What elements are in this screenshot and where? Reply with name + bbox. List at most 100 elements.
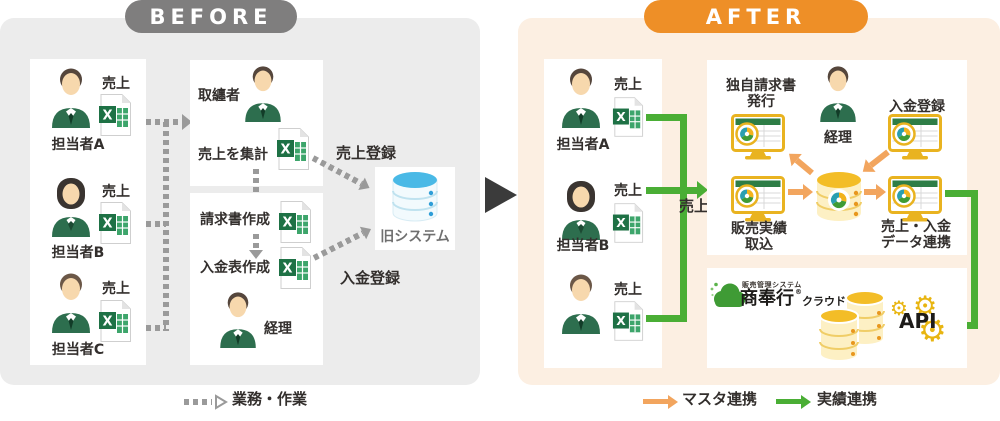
excel-file-icon: X — [279, 201, 311, 243]
person-icon — [220, 292, 256, 348]
person-icon — [52, 273, 90, 333]
old-system-label: 旧システム — [380, 229, 450, 245]
product-category: 販売管理システム — [742, 281, 802, 289]
legend-arrow-head — [215, 394, 228, 410]
staff-name: 担当者B — [51, 245, 105, 261]
person-icon — [562, 274, 600, 334]
gear-icon: ⚙ — [913, 291, 938, 322]
doc-label: 売上 — [614, 77, 642, 93]
orange-arrow — [864, 184, 886, 200]
before-to-after-arrow — [485, 177, 517, 213]
dashed-connector — [163, 122, 169, 331]
arrow-head — [697, 181, 708, 199]
excel-file-icon: X — [99, 202, 131, 244]
after-legend-master: マスタ連携 — [682, 390, 758, 408]
dashed-connector — [253, 169, 259, 195]
sales-flow-label: 売上 — [679, 197, 710, 215]
sales-import-line1: 販売実績 — [731, 221, 787, 237]
staff-name: 担当者A — [51, 137, 105, 153]
excel-file-icon: X — [279, 247, 311, 289]
accountant-label: 経理 — [264, 321, 292, 337]
green-connector — [646, 315, 684, 322]
green-connector — [971, 190, 978, 329]
doc-label: 売上 — [614, 183, 642, 199]
orange-arrow — [788, 184, 813, 200]
person-icon — [52, 178, 90, 237]
doc-label: 売上 — [102, 281, 130, 297]
data-link-line2: データ連携 — [881, 235, 951, 252]
invoice-issue-label: 独自請求書 発行 — [701, 78, 821, 110]
master-link-arrow — [643, 394, 678, 409]
invoice-issue-line1: 独自請求書 — [726, 78, 796, 94]
gear-icon: ⚙ — [918, 311, 947, 349]
person-icon — [52, 68, 90, 128]
payment-task: 入金表作成 — [200, 260, 270, 276]
database-icon — [392, 172, 438, 222]
svg-text:X: X — [616, 314, 626, 328]
person-icon — [562, 68, 600, 128]
staff-name: 担当者A — [556, 137, 610, 153]
after-accountant-label: 経理 — [824, 130, 852, 146]
after-title-pill: AFTER — [644, 0, 868, 33]
after-legend-result: 実績連携 — [817, 390, 878, 408]
database-stack-icon — [819, 290, 885, 362]
sales-import-line2: 取込 — [745, 237, 773, 254]
payment-register-label: 入金登録 — [340, 269, 401, 287]
excel-file-icon: X — [99, 94, 131, 136]
excel-file-icon: X — [99, 300, 131, 342]
data-link-label: 売上・入金 データ連携 — [855, 219, 977, 251]
product-mark: ® — [795, 288, 802, 296]
manager-role: 取纏者 — [198, 88, 240, 104]
svg-text:X: X — [280, 143, 290, 158]
invoice-issue-line2: 発行 — [747, 94, 775, 111]
green-connector — [646, 114, 684, 121]
manager-task: 売上を集計 — [198, 147, 268, 163]
excel-file-icon: X — [612, 97, 644, 137]
bugyo-monitor-icon — [731, 114, 785, 160]
svg-text:X: X — [282, 216, 292, 231]
bugyo-monitor-icon — [731, 176, 785, 222]
doc-label: 売上 — [102, 76, 130, 92]
invoice-task: 請求書作成 — [200, 212, 270, 228]
after-title: AFTER — [705, 4, 807, 29]
database-icon — [816, 172, 862, 221]
staff-name: 担当者B — [556, 238, 610, 254]
svg-text:X: X — [102, 315, 112, 330]
before-title: BEFORE — [149, 4, 273, 29]
legend-dashed-line — [184, 399, 212, 405]
data-link-line1: 売上・入金 — [881, 219, 951, 235]
bugyo-monitor-icon — [888, 176, 942, 222]
dashed-connector — [253, 234, 259, 250]
gear-icon: ⚙ — [890, 296, 908, 320]
dashed-connector — [146, 221, 166, 227]
svg-text:X: X — [282, 262, 292, 277]
excel-file-icon: X — [612, 203, 644, 243]
result-link-arrow — [776, 394, 811, 409]
sales-import-label: 販売実績 取込 — [699, 221, 819, 253]
green-connector — [646, 187, 698, 194]
sales-register-label: 売上登録 — [336, 144, 397, 162]
svg-text:X: X — [102, 217, 112, 232]
svg-text:X: X — [102, 109, 112, 124]
person-icon — [562, 181, 600, 240]
arrow-head — [182, 114, 192, 130]
arrow-head — [249, 250, 263, 259]
cloud-logo-icon — [710, 282, 746, 307]
doc-label: 売上 — [614, 282, 642, 298]
person-icon — [245, 66, 281, 122]
before-title-pill: BEFORE — [125, 0, 297, 33]
product-suffix: クラウド — [802, 295, 846, 308]
svg-text:X: X — [616, 110, 626, 124]
green-connector — [680, 114, 687, 322]
excel-file-icon: X — [612, 301, 644, 341]
dashed-connector — [146, 325, 166, 331]
doc-label: 売上 — [102, 184, 130, 200]
payment-register-label: 入金登録 — [889, 99, 945, 115]
excel-file-icon: X — [277, 128, 309, 170]
staff-name: 担当者C — [51, 342, 105, 358]
bugyo-monitor-icon — [888, 114, 942, 160]
product-name: 商奉行 — [740, 288, 794, 309]
api-label: API — [899, 309, 937, 333]
person-icon — [820, 66, 856, 122]
